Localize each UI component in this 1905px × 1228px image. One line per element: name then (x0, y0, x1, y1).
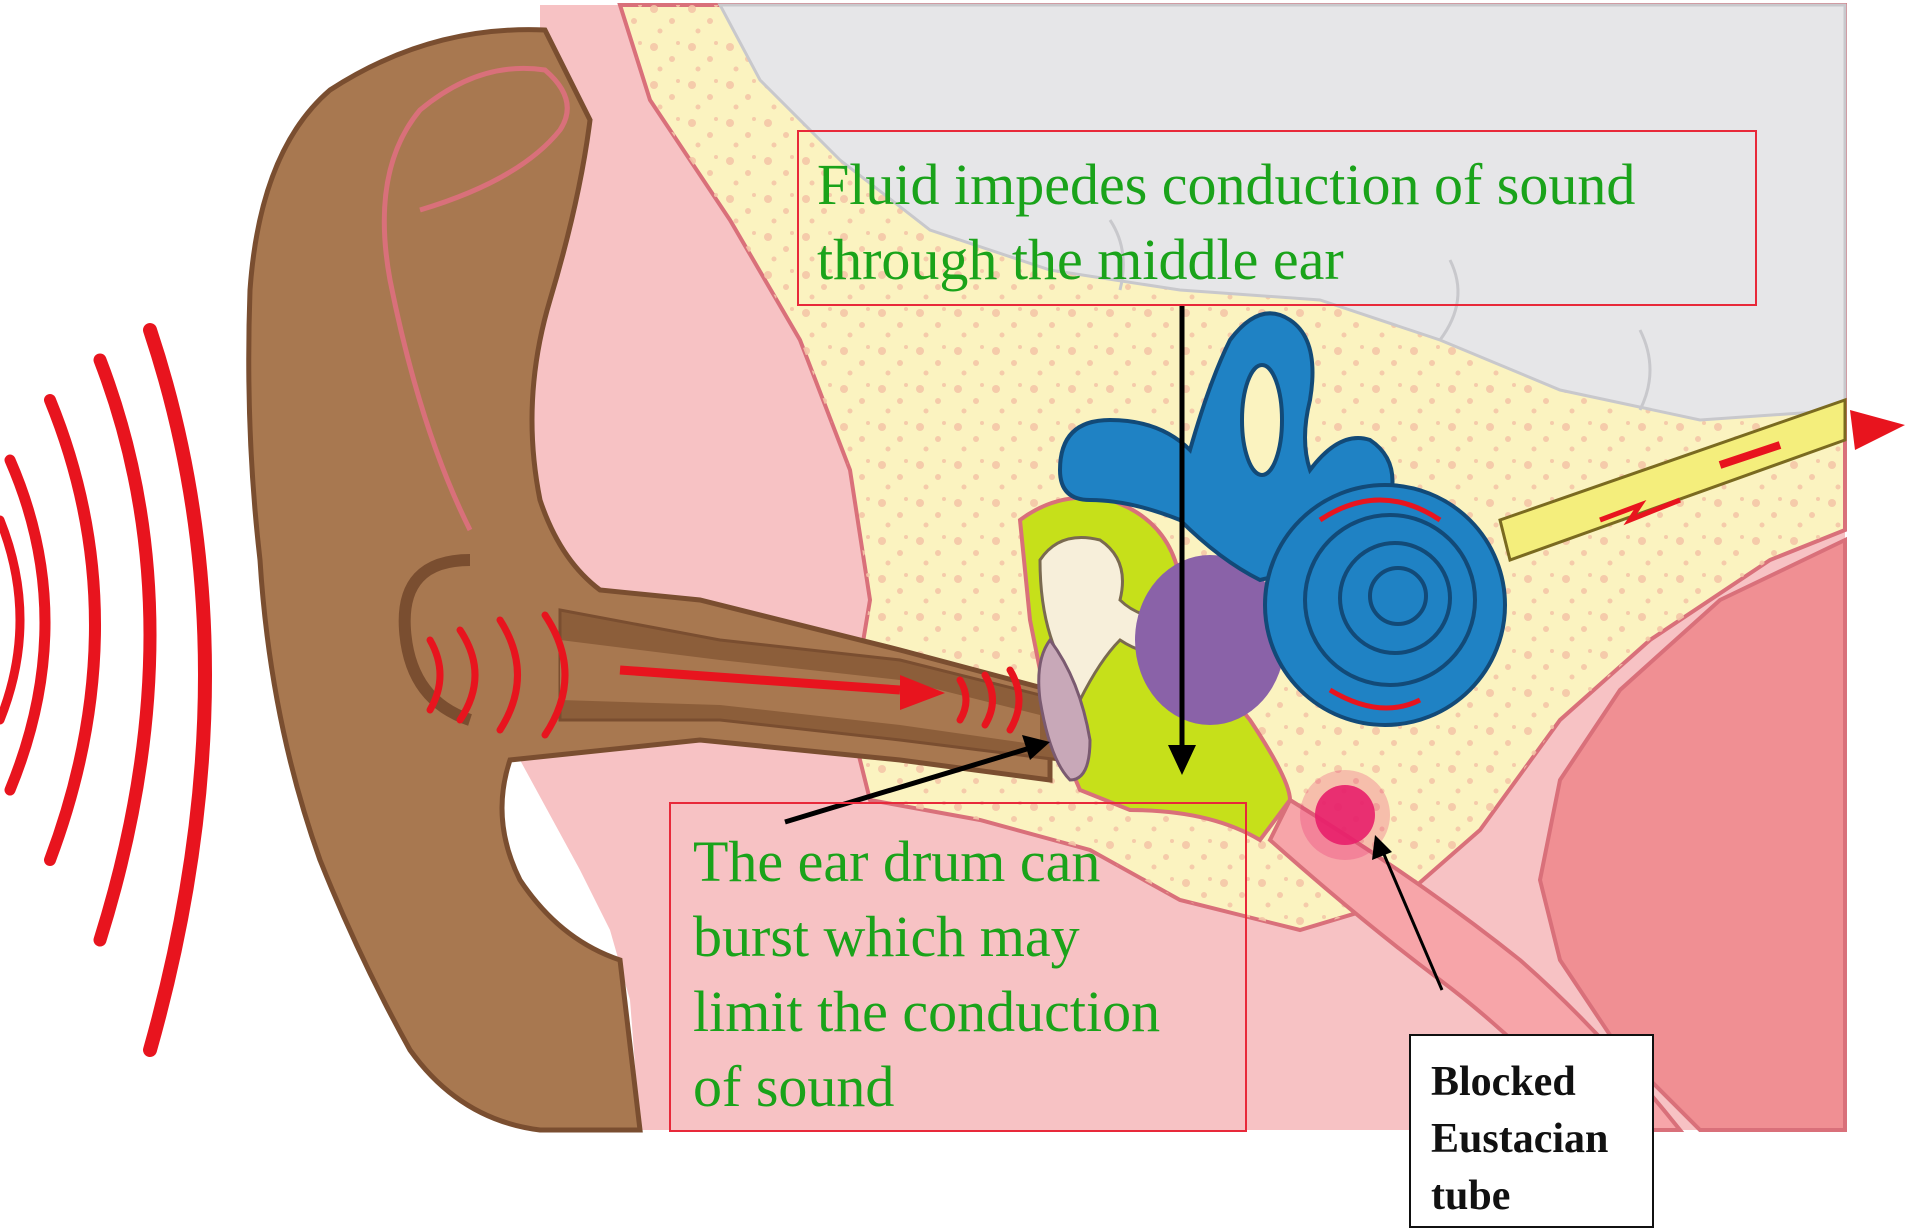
sound-wave-icon (0, 330, 205, 1050)
ear-drum-label-line-2: burst which may (693, 899, 1223, 974)
ear-drum-label-line-1: The ear drum can (693, 824, 1223, 899)
cochlea (1265, 485, 1505, 725)
arrow-right-icon (1850, 410, 1905, 450)
blocked-tube-label-line-2: Eustacian (1431, 1111, 1632, 1168)
fluid-label-line-1: Fluid impedes conduction of sound (817, 147, 1737, 222)
blocked-tube-label-line-3: tube (1431, 1168, 1632, 1225)
fluid-label: Fluid impedes conduction of sound throug… (797, 130, 1757, 306)
fluid-label-line-2: through the middle ear (817, 222, 1737, 297)
ear-drum-label-line-3: limit the conduction (693, 974, 1223, 1049)
blocked-tube-label-line-1: Blocked (1431, 1054, 1632, 1111)
blocked-tube-label: Blocked Eustacian tube (1409, 1034, 1654, 1228)
ear-drum-label-line-4: of sound (693, 1049, 1223, 1124)
ear-drum-label: The ear drum can burst which may limit t… (669, 802, 1247, 1132)
